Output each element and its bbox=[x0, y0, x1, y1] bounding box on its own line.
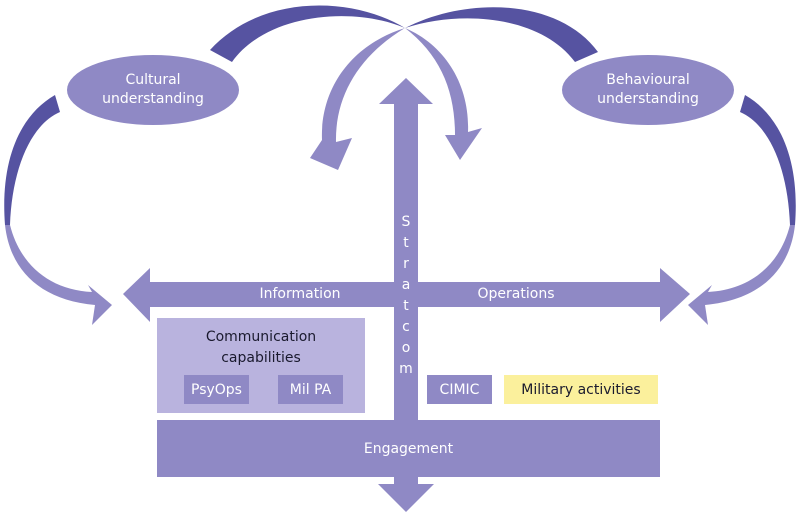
label-line: capabilities bbox=[221, 350, 301, 366]
stratcom-label: S t r a t c o m bbox=[396, 212, 416, 380]
right-outer-curved-arrow bbox=[688, 225, 795, 325]
cimic-box: CIMIC bbox=[427, 375, 492, 404]
operations-label: Operations bbox=[477, 286, 555, 302]
engagement-bar bbox=[157, 420, 660, 477]
behavioural-understanding-ellipse bbox=[562, 55, 734, 125]
behavioural-understanding-label: Behavioural understanding bbox=[563, 71, 733, 109]
left-outer-curved-arrow bbox=[5, 225, 112, 325]
inner-left-curved-arrow bbox=[310, 28, 405, 170]
inner-right-curved-arrow bbox=[405, 28, 482, 160]
label-line: Communication bbox=[205, 329, 317, 345]
letter: a bbox=[401, 277, 411, 293]
top-right-arc bbox=[405, 7, 598, 62]
left-outer-arc-dark bbox=[4, 95, 60, 225]
label-line: understanding bbox=[102, 91, 204, 107]
military-activities-box: Military activities bbox=[504, 375, 658, 404]
milpa-box: Mil PA bbox=[278, 375, 343, 404]
top-left-arc bbox=[210, 5, 405, 62]
letter: m bbox=[399, 361, 413, 377]
letter: S bbox=[401, 214, 411, 230]
letter: t bbox=[403, 235, 409, 251]
information-label: Information bbox=[259, 286, 341, 302]
stratcom-arrow bbox=[378, 78, 434, 512]
right-outer-arc-dark bbox=[740, 95, 796, 225]
letter: c bbox=[402, 319, 410, 335]
communication-capabilities-label: Communication capabilities bbox=[157, 327, 365, 369]
engagement-label: Engagement bbox=[363, 440, 454, 457]
label-line: Behavioural bbox=[606, 72, 690, 88]
letter: r bbox=[403, 256, 409, 272]
psyops-box: PsyOps bbox=[184, 375, 249, 404]
label-line: Cultural bbox=[125, 72, 181, 88]
letter: t bbox=[403, 298, 409, 314]
label-line: understanding bbox=[597, 91, 699, 107]
cultural-understanding-label: Cultural understanding bbox=[68, 71, 238, 109]
letter: o bbox=[401, 340, 411, 356]
cultural-understanding-ellipse bbox=[67, 55, 239, 125]
